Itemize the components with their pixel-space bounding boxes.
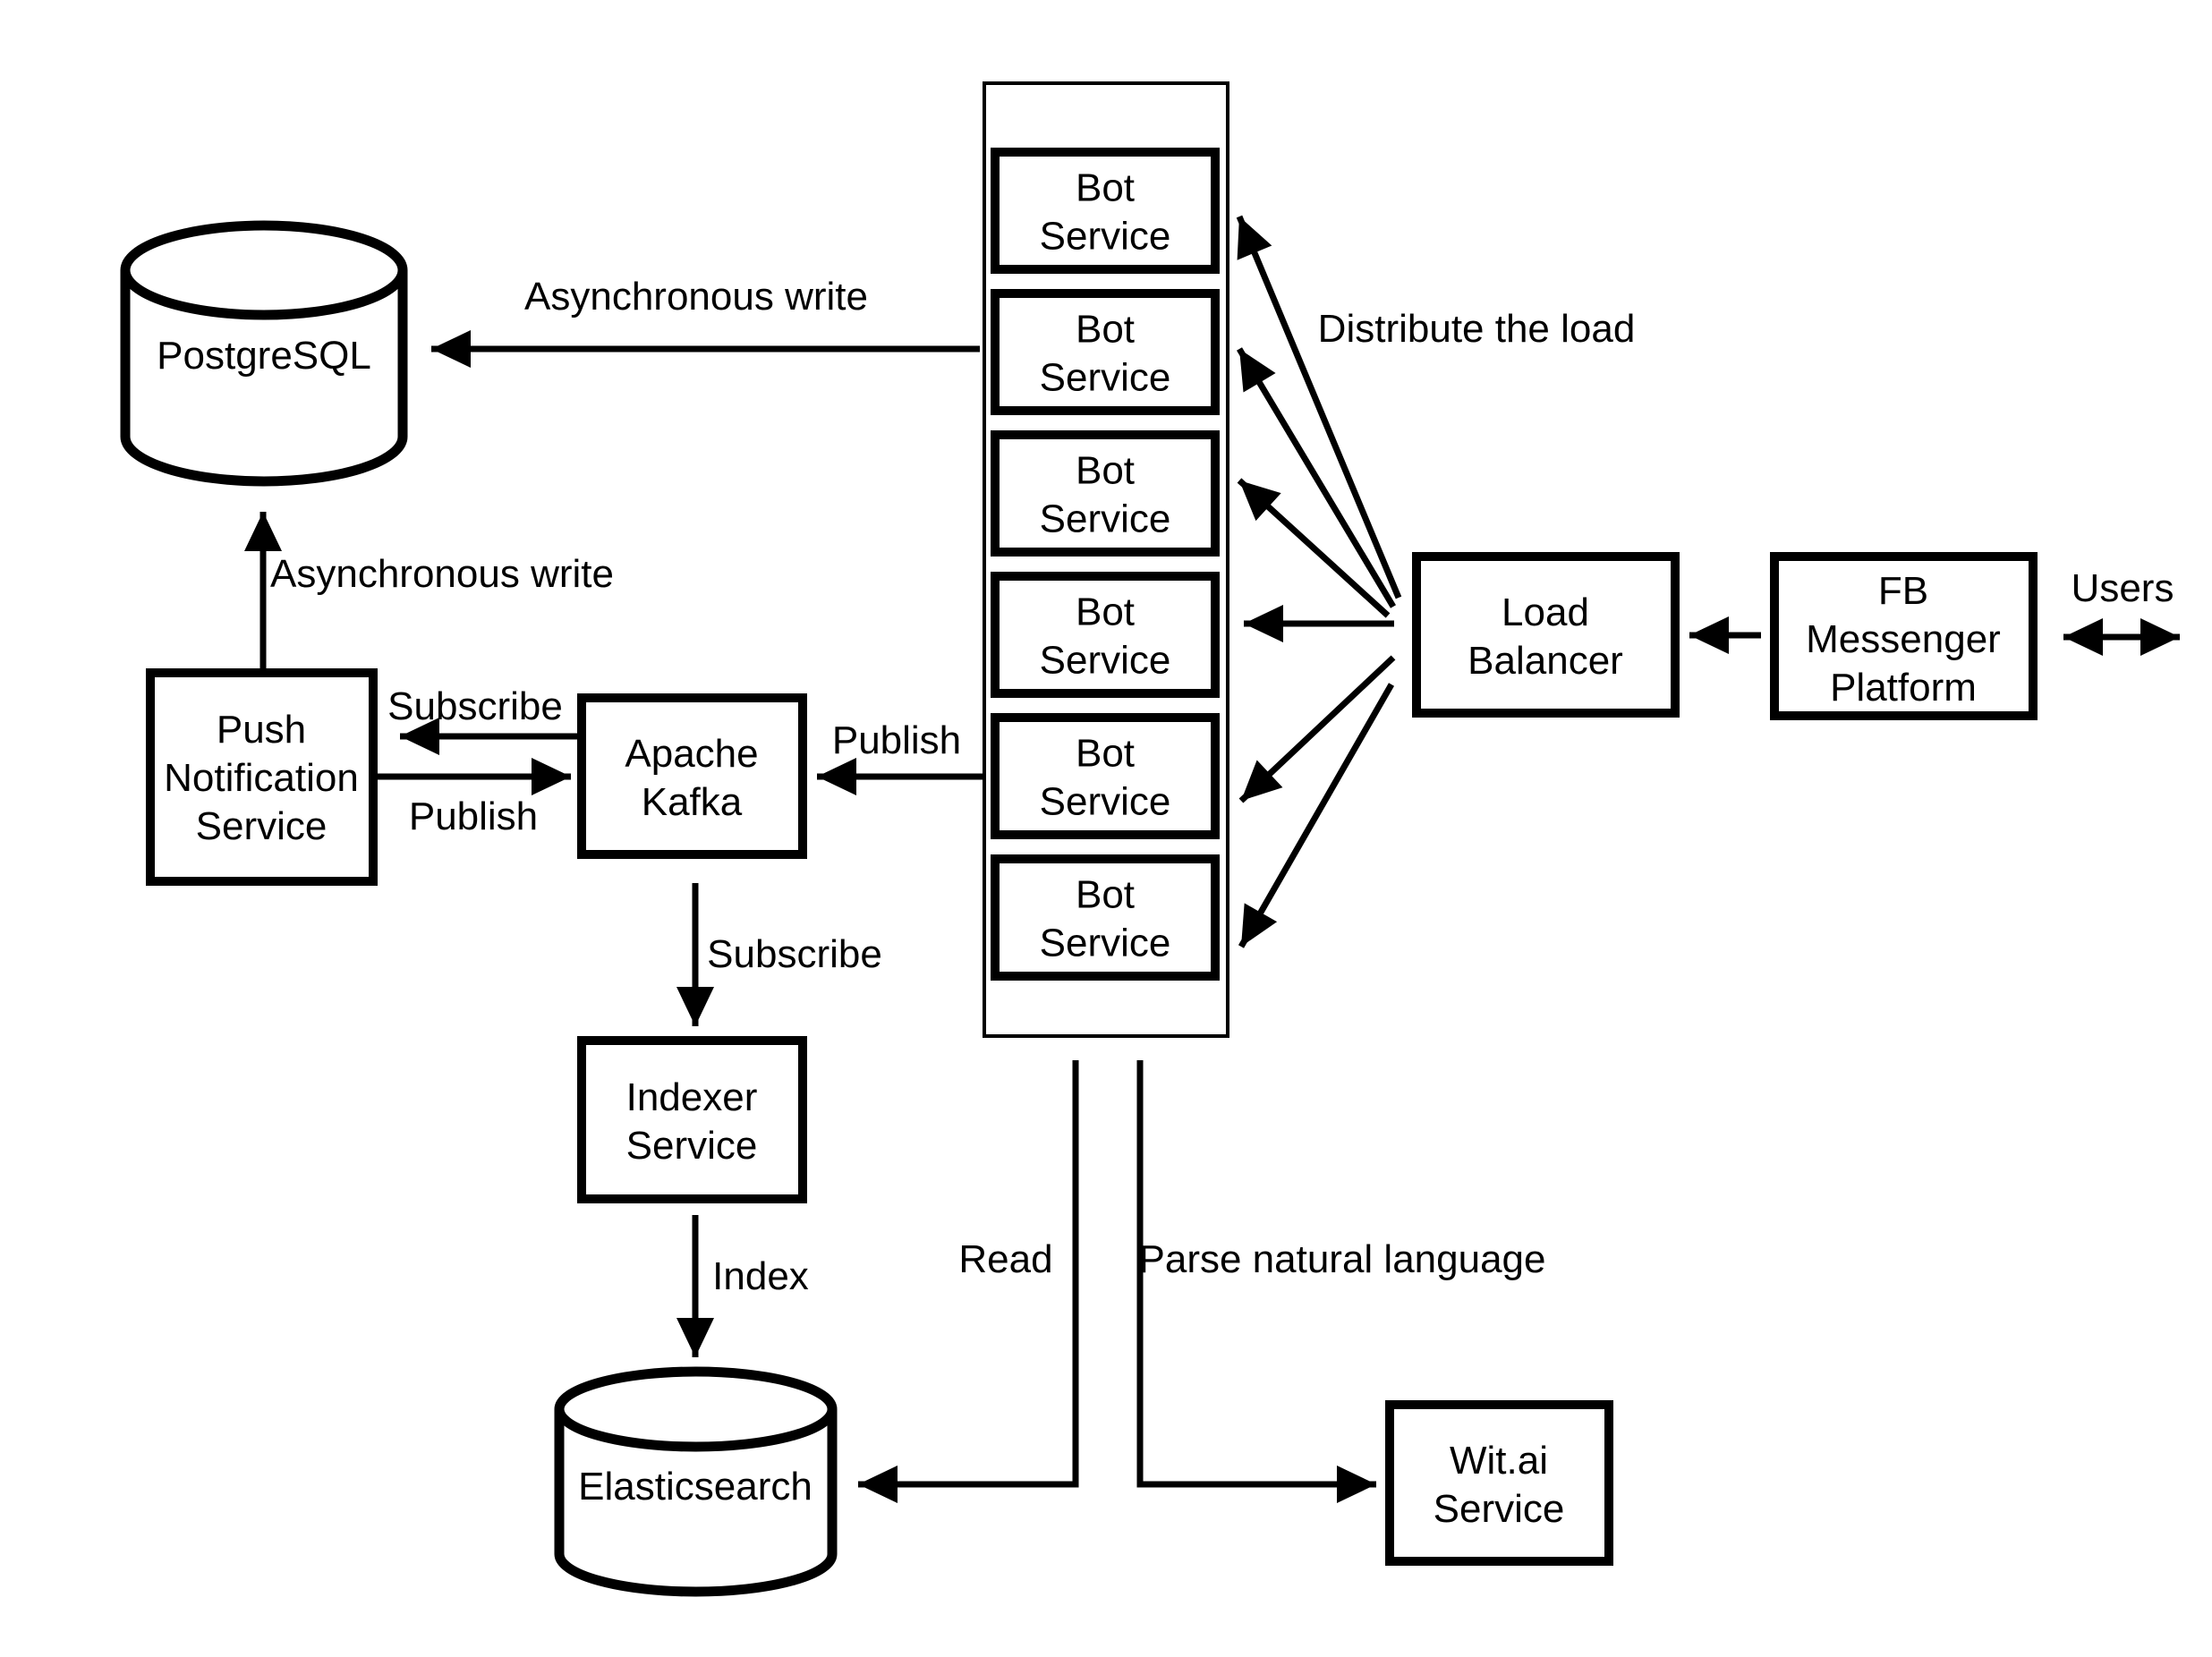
label-publish-push: Publish — [409, 795, 538, 838]
bot-service-label: Bot — [1076, 732, 1135, 776]
apache-kafka-label: Kafka — [642, 780, 743, 824]
apache-kafka-node: Apache Kafka — [577, 693, 807, 859]
bot-service-node: Bot Service — [991, 289, 1220, 415]
indexer-service-label: Service — [626, 1124, 758, 1168]
bot-service-node: Bot Service — [991, 148, 1220, 274]
push-notification-label: Push — [217, 708, 306, 752]
postgresql-database: PostgreSQL — [120, 220, 408, 487]
label-async-write-top: Asynchronous write — [524, 275, 868, 319]
label-read: Read — [958, 1237, 1052, 1281]
wit-ai-label: Wit.ai — [1450, 1439, 1548, 1483]
bot-service-label: Bot — [1076, 166, 1135, 210]
bot-service-label: Service — [1040, 639, 1171, 683]
indexer-service-node: Indexer Service — [577, 1036, 807, 1203]
bot-service-label: Service — [1040, 497, 1171, 541]
users-label: Users — [2072, 566, 2174, 610]
label-subscribe-indexer: Subscribe — [707, 932, 882, 976]
bot-service-label: Service — [1040, 215, 1171, 259]
wit-ai-service-node: Wit.ai Service — [1385, 1400, 1613, 1566]
label-index: Index — [712, 1254, 809, 1298]
bot-service-node: Bot Service — [991, 854, 1220, 981]
apache-kafka-label: Apache — [625, 732, 758, 776]
load-balancer-label: Load — [1502, 591, 1589, 634]
label-async-write-left: Asynchronous write — [270, 552, 614, 596]
bot-services-cluster: Bot Service Bot Service Bot Service Bot … — [983, 81, 1229, 1038]
bot-service-label: Bot — [1076, 449, 1135, 493]
edge-distribute-load-fan — [1236, 215, 1402, 948]
label-publish-bots: Publish — [832, 718, 961, 762]
bot-service-node: Bot Service — [991, 430, 1220, 557]
bot-service-label: Bot — [1076, 308, 1135, 352]
label-parse-natural-language: Parse natural language — [1139, 1237, 1546, 1281]
fb-messenger-label: Messenger — [1806, 617, 2001, 661]
wit-ai-label: Service — [1434, 1487, 1565, 1531]
push-notification-label: Service — [196, 804, 328, 848]
label-distribute-the-load: Distribute the load — [1318, 307, 1636, 351]
bot-service-label: Service — [1040, 922, 1171, 965]
push-notification-service-node: Push Notification Service — [146, 668, 378, 886]
bot-service-node: Bot Service — [991, 572, 1220, 698]
fb-messenger-label: FB — [1878, 569, 1928, 613]
load-balancer-label: Balancer — [1468, 639, 1623, 683]
fb-messenger-platform-node: FB Messenger Platform — [1770, 552, 2038, 720]
indexer-service-label: Indexer — [626, 1075, 758, 1119]
bot-service-node: Bot Service — [991, 713, 1220, 839]
load-balancer-node: Load Balancer — [1412, 552, 1680, 718]
push-notification-label: Notification — [164, 756, 359, 800]
postgresql-label: PostgreSQL — [157, 334, 371, 378]
bot-service-label: Service — [1040, 356, 1171, 400]
elasticsearch-database: Elasticsearch — [554, 1366, 838, 1597]
label-subscribe-push: Subscribe — [387, 684, 563, 728]
bot-service-label: Bot — [1076, 873, 1135, 917]
bot-cluster-frame — [983, 81, 1229, 1038]
edge-parse-bots-to-witai — [1136, 1060, 1376, 1503]
elasticsearch-label: Elasticsearch — [578, 1465, 812, 1508]
bot-service-label: Bot — [1076, 591, 1135, 634]
edge-read-bots-to-elasticsearch — [858, 1060, 1079, 1503]
fb-messenger-label: Platform — [1830, 666, 1977, 710]
bot-service-label: Service — [1040, 780, 1171, 824]
